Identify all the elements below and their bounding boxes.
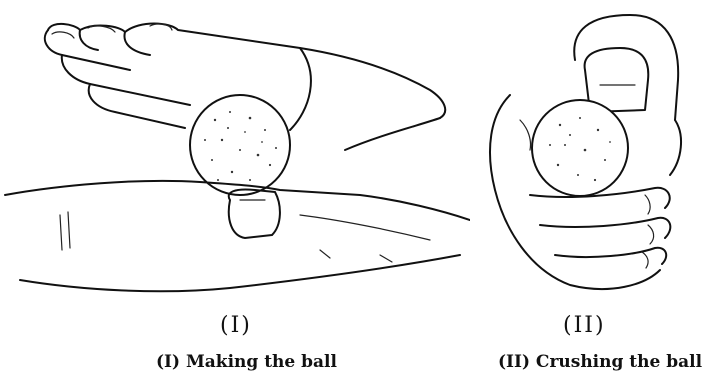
caption-making-ball: (I) Making the ball: [156, 352, 337, 372]
crushing-ball-illustration: [470, 0, 725, 305]
panel-label-1: (I): [220, 313, 252, 338]
ball: [532, 100, 628, 196]
caption-crushing-ball: (II) Crushing the ball: [498, 352, 702, 372]
making-ball-illustration: [0, 0, 470, 305]
panel-label-2: (II): [563, 313, 606, 338]
ball: [190, 95, 290, 195]
